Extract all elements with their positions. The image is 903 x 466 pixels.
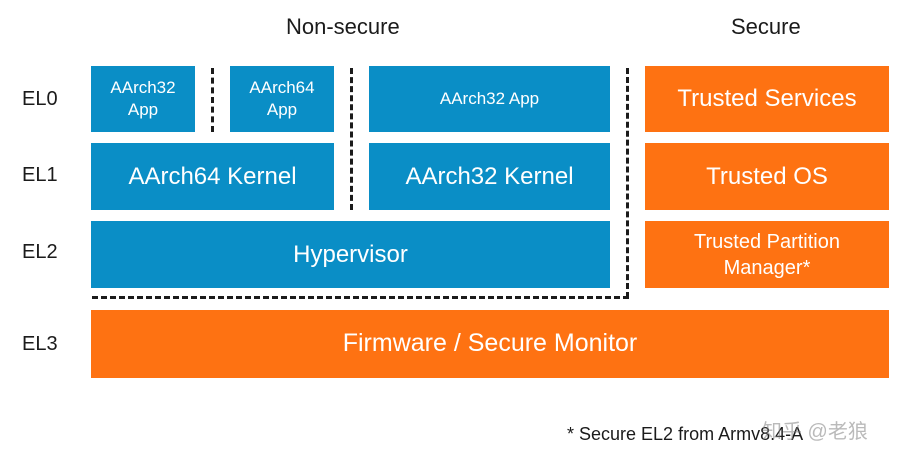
aarch64-app-label: AArch64 App	[249, 77, 315, 119]
trusted-os-box: Trusted OS	[645, 143, 889, 210]
divider-el0-apps-1	[211, 68, 214, 132]
non-secure-heading: Non-secure	[286, 14, 400, 39]
aarch32-app-box-2: AArch32 App	[369, 66, 610, 132]
el0-label: EL0	[22, 88, 58, 110]
secure-el2-footnote: * Secure EL2 from Armv8.4-A	[567, 424, 804, 444]
aarch32-app-label-1: AArch32 App	[110, 77, 176, 119]
hypervisor-label: Hypervisor	[293, 240, 408, 268]
aarch64-kernel-label: AArch64 Kernel	[128, 162, 297, 190]
aarch64-kernel-box: AArch64 Kernel	[91, 143, 334, 210]
firmware-secure-monitor-label: Firmware / Secure Monitor	[342, 329, 638, 358]
firmware-secure-monitor-box: Firmware / Secure Monitor	[91, 310, 889, 378]
divider-non-secure-secure	[626, 68, 629, 298]
trusted-services-box: Trusted Services	[645, 66, 889, 132]
divider-el0-el1-apps	[350, 68, 353, 210]
el2-label: EL2	[22, 241, 58, 263]
trusted-partition-manager-box: Trusted Partition Manager*	[645, 221, 889, 288]
el3-label: EL3	[22, 333, 58, 355]
aarch32-kernel-label: AArch32 Kernel	[405, 162, 574, 190]
secure-heading: Secure	[731, 14, 801, 39]
aarch32-app-label-2: AArch32 App	[439, 88, 540, 108]
aarch32-kernel-box: AArch32 Kernel	[369, 143, 610, 210]
trusted-partition-manager-label: Trusted Partition Manager*	[694, 230, 840, 279]
aarch64-app-box: AArch64 App	[230, 66, 334, 132]
watermark: 知乎 @老狼	[762, 421, 868, 443]
el1-label: EL1	[22, 164, 58, 186]
trusted-services-label: Trusted Services	[677, 85, 857, 112]
aarch32-app-box-1: AArch32 App	[91, 66, 195, 132]
hypervisor-box: Hypervisor	[91, 221, 610, 288]
divider-hypervisor-bottom	[92, 296, 629, 299]
trusted-os-label: Trusted OS	[706, 162, 828, 190]
